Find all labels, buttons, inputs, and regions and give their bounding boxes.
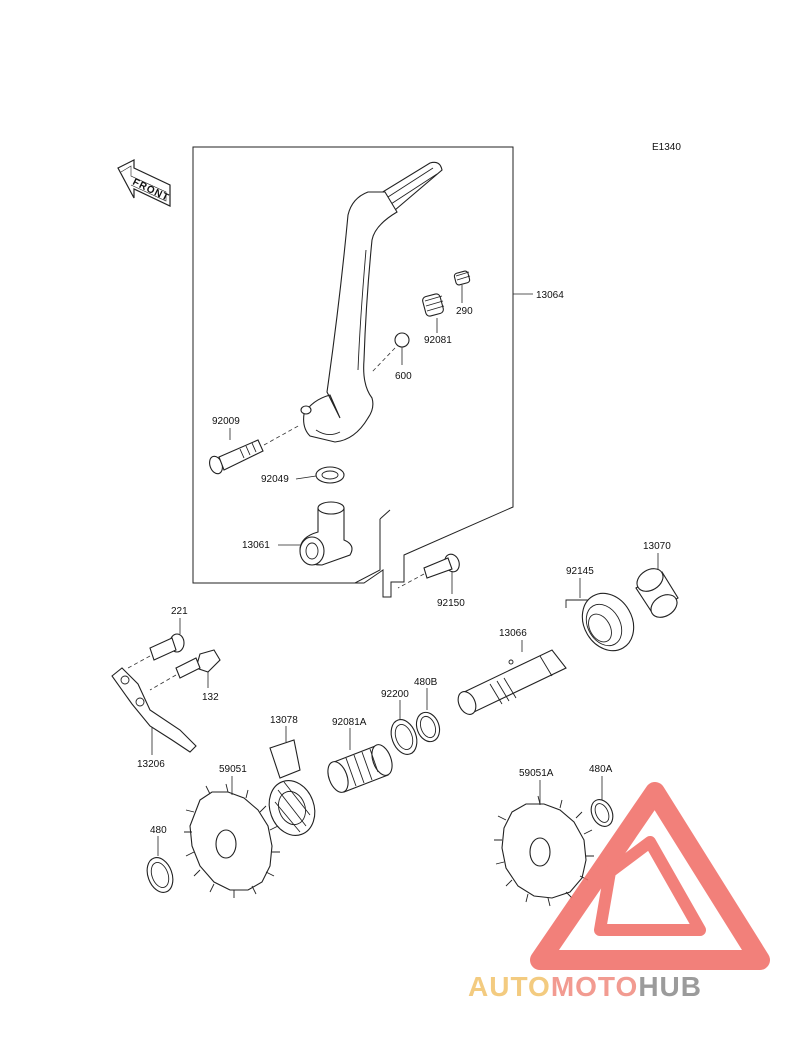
label-13061: 13061 bbox=[242, 540, 270, 551]
label-290: 290 bbox=[456, 306, 473, 317]
label-92049: 92049 bbox=[261, 474, 289, 485]
washer-92049-part bbox=[315, 466, 345, 484]
label-92145: 92145 bbox=[566, 566, 594, 577]
label-92200: 92200 bbox=[381, 689, 409, 700]
kick-shaft-joint-13061-part bbox=[299, 501, 353, 566]
diagram-ref-code: E1340 bbox=[652, 142, 681, 153]
circlip-480-part bbox=[146, 857, 174, 893]
watermark-hub: HUB bbox=[638, 971, 702, 1002]
assembly-outline bbox=[192, 146, 514, 598]
label-13064: 13064 bbox=[536, 290, 564, 301]
kick-shaft-13066-part bbox=[457, 649, 567, 715]
bolt-92150-part bbox=[397, 553, 460, 589]
label-13066: 13066 bbox=[499, 628, 527, 639]
circlip-480a-part bbox=[590, 799, 614, 827]
bolt-132-part bbox=[149, 649, 221, 691]
front-arrow-icon: FRONT bbox=[117, 159, 171, 207]
bolt-221-part bbox=[127, 633, 185, 669]
kick-lever-part bbox=[300, 161, 443, 443]
label-13078: 13078 bbox=[270, 715, 298, 726]
gear-59051a-part bbox=[494, 795, 594, 907]
svg-text:AUTOMOTOHUB: AUTOMOTOHUB bbox=[468, 971, 702, 1002]
watermark-auto: AUTO bbox=[468, 971, 551, 1002]
ratchet-13078-part bbox=[268, 739, 316, 836]
label-221: 221 bbox=[171, 606, 188, 617]
label-13070: 13070 bbox=[643, 541, 671, 552]
label-92081: 92081 bbox=[424, 335, 452, 346]
gear-59051-part bbox=[184, 783, 280, 898]
label-480: 480 bbox=[150, 825, 167, 836]
leader-lines bbox=[151, 285, 659, 856]
label-480a: 480A bbox=[589, 764, 613, 775]
label-132: 132 bbox=[202, 692, 219, 703]
spring-92081-part bbox=[422, 293, 445, 317]
circlip-480b-part bbox=[415, 711, 441, 743]
ball-600-part bbox=[394, 332, 410, 348]
watermark-triangle-icon bbox=[530, 782, 770, 970]
label-92150: 92150 bbox=[437, 598, 465, 609]
collar-13070-part bbox=[635, 568, 679, 618]
spring-92145-part bbox=[565, 592, 635, 652]
label-480b: 480B bbox=[414, 677, 438, 688]
label-92009: 92009 bbox=[212, 416, 240, 427]
spring-92081a-part bbox=[327, 744, 393, 793]
label-59051a: 59051A bbox=[519, 768, 554, 779]
automotohub-watermark: AUTOMOTOHUB bbox=[468, 782, 770, 1002]
label-92081a: 92081A bbox=[332, 717, 367, 728]
plate-13206-part bbox=[111, 667, 197, 753]
bolt-92009-part bbox=[209, 424, 301, 475]
washer-92200-part bbox=[390, 719, 418, 755]
watermark-moto: MOTO bbox=[551, 971, 638, 1002]
spring-290-part bbox=[453, 270, 471, 286]
label-59051: 59051 bbox=[219, 764, 247, 775]
label-13206: 13206 bbox=[137, 759, 165, 770]
label-600: 600 bbox=[395, 371, 412, 382]
